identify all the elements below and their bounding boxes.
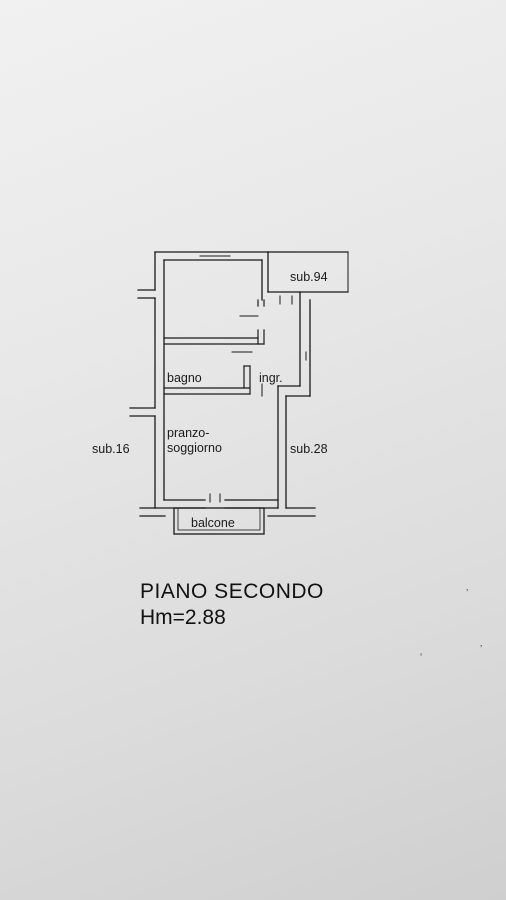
room-label-bagno: bagno bbox=[167, 371, 202, 385]
scan-mark: ‘ bbox=[420, 652, 423, 663]
room-label-ingresso: ingr. bbox=[259, 371, 283, 385]
outer-wall-top bbox=[154, 251, 349, 301]
room-label-pranzo-line2: soggiorno bbox=[167, 441, 222, 455]
outer-wall-left bbox=[154, 251, 165, 509]
floor-title: PIANO SECONDO bbox=[140, 580, 324, 603]
outer-wall-right bbox=[277, 291, 311, 509]
scan-mark: ’ bbox=[480, 644, 483, 655]
scan-mark: ’ bbox=[466, 588, 469, 599]
ceiling-height: Hm=2.88 bbox=[140, 606, 226, 629]
neighbor-label-sub94: sub.94 bbox=[290, 270, 328, 284]
neighbor-walls bbox=[129, 251, 349, 517]
neighbor-label-sub16: sub.16 bbox=[92, 442, 130, 456]
neighbor-label-sub28: sub.28 bbox=[290, 442, 328, 456]
room-label-pranzo-line1: pranzo- bbox=[167, 426, 209, 440]
outer-wall-bottom bbox=[154, 493, 279, 509]
interior-walls bbox=[163, 299, 307, 397]
room-label-balcone: balcone bbox=[191, 516, 235, 530]
